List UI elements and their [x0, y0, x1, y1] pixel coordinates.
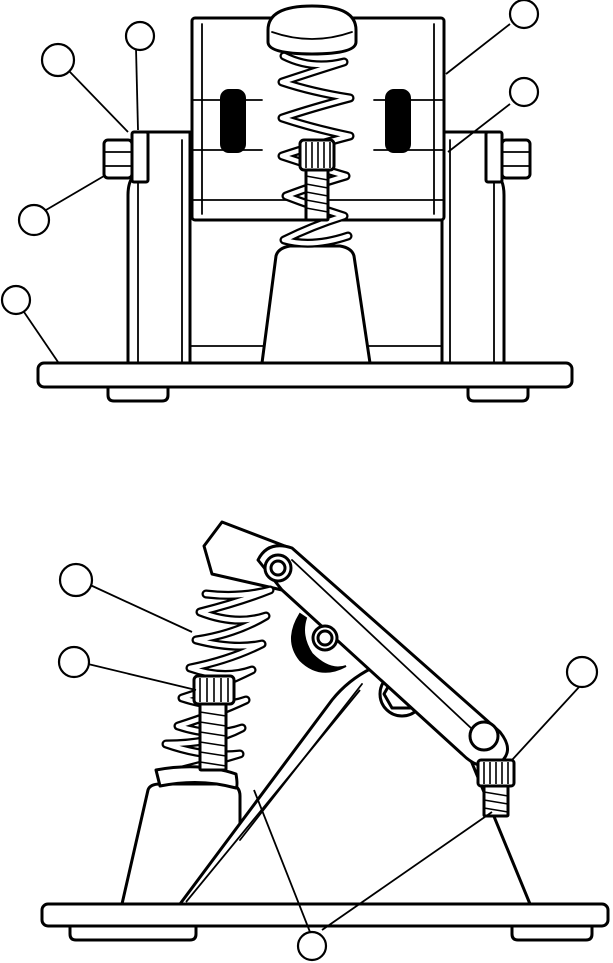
front-leaders [23, 23, 511, 363]
side-callout-bubbles [57, 562, 599, 962]
side-base-plate [40, 902, 610, 942]
front-base-plate [36, 361, 574, 403]
front-callout-bubbles [0, 0, 540, 316]
front-pedal-housing [190, 16, 446, 222]
side-leaders [87, 583, 581, 933]
side-pivot-rear [468, 720, 500, 752]
front-callout-2 [124, 20, 156, 52]
side-rubber-stop [291, 612, 347, 673]
front-cone-mount [260, 244, 372, 365]
front-callout-6 [0, 284, 32, 316]
front-left-bracket [126, 130, 192, 365]
front-spring-cap [266, 4, 358, 56]
side-spring [154, 585, 275, 790]
side-callout-1 [58, 562, 94, 598]
front-callout-4 [508, 76, 540, 108]
front-spring [277, 51, 355, 248]
front-callout-5 [17, 203, 51, 237]
side-callout-3 [565, 655, 599, 689]
front-adjusting-screw [298, 138, 336, 222]
side-callout-2 [57, 645, 91, 679]
side-callout-4 [296, 930, 328, 962]
front-left-nut [102, 138, 134, 180]
front-right-bracket [440, 130, 506, 365]
front-right-nut [500, 138, 532, 180]
front-view [36, 4, 574, 403]
front-callout-1 [40, 42, 76, 78]
side-view [40, 520, 610, 942]
front-left-bumper [220, 89, 246, 153]
side-front-screw [192, 674, 236, 772]
front-right-bumper [385, 89, 411, 153]
front-callout-3 [508, 0, 540, 30]
side-rear-screw [476, 758, 516, 818]
